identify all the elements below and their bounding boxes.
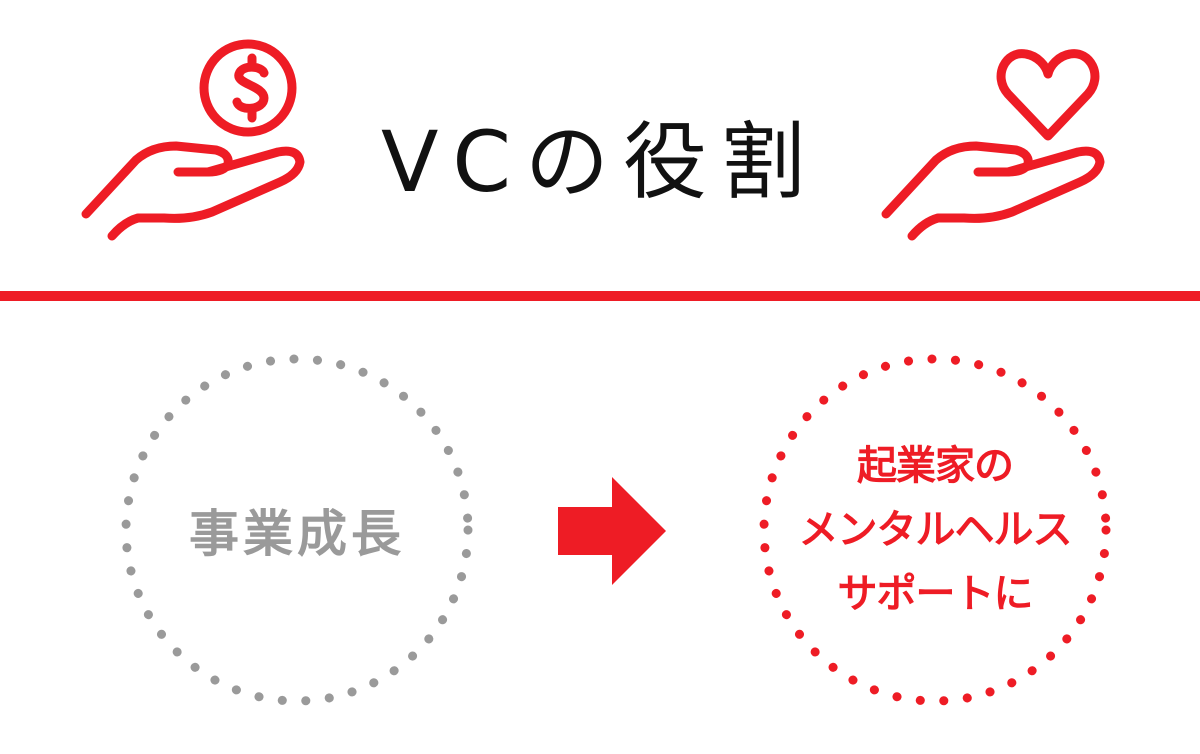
hand-holding-heart-icon — [881, 49, 1105, 241]
label-line-3: サポートに — [837, 571, 1034, 617]
divider-line — [0, 291, 1200, 301]
business-growth-label: 事業成長 — [189, 505, 405, 563]
mental-health-support-circle: 起業家の メンタルヘルス サポートに — [755, 350, 1115, 710]
hand-holding-coin-icon — [81, 39, 305, 241]
label-line-1: 起業家の — [857, 443, 1014, 489]
red-dotted-circle — [759, 354, 1111, 706]
right-arrow-icon — [558, 477, 666, 585]
label-line-2: メンタルヘルス — [798, 507, 1073, 553]
mental-health-support-label: 起業家の メンタルヘルス サポートに — [755, 350, 1115, 710]
page-title: VCの役割 — [380, 113, 820, 211]
gray-dotted-circle — [121, 354, 473, 706]
business-growth-circle: 事業成長 — [117, 350, 477, 710]
